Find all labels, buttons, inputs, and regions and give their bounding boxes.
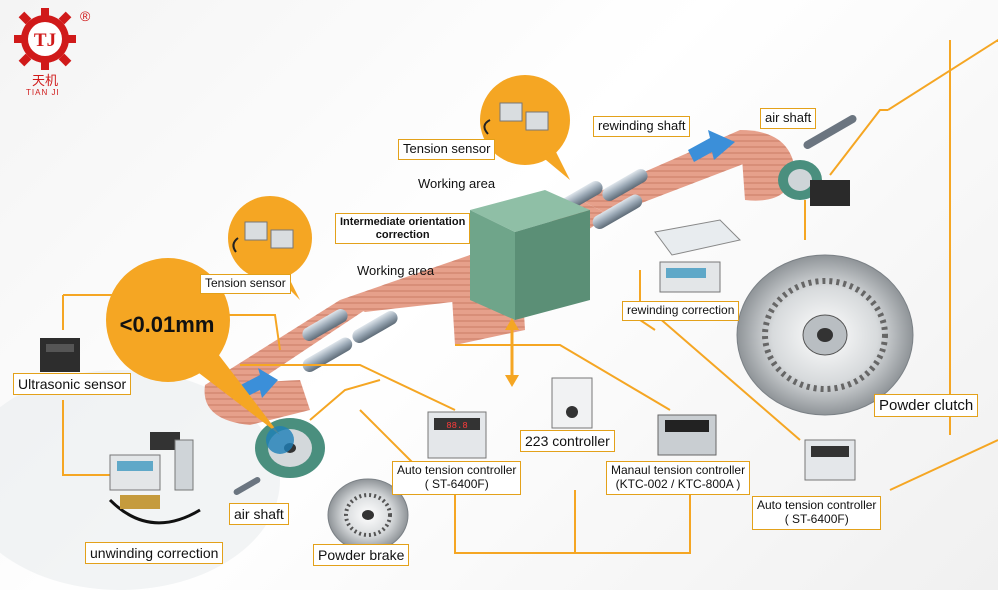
company-logo: TJ ® 天机 TIAN JI [10,8,90,98]
controller-display-value: 88.8 [446,421,468,431]
powder-clutch [736,254,914,416]
label-auto-tension-right: Auto tension controller ( ST-6400F) [752,496,882,530]
air-shaft-top-device [803,115,857,206]
label-intermediate-correction: Intermediate orientation correction [335,213,471,245]
tension-sensor-bubble-left [228,196,312,300]
air-shaft-bottom-device [233,477,261,495]
label-working-area-top: Working area [418,176,496,191]
label-air-shaft-top: air shaft [760,108,817,129]
rewinding-correction-device [654,219,741,293]
gear-logo-icon: TJ [14,8,76,70]
svg-text:TJ: TJ [34,30,56,51]
unwinding-correction-device [108,432,201,525]
label-rewinding-correction: rewinding correction [622,301,740,321]
label-precision: <0.01mm [119,312,215,337]
label-working-area-mid: Working area [357,263,435,278]
correction-machine [470,190,590,320]
manual-tension-controller-device [657,414,717,456]
registered-mark: ® [80,8,91,24]
auto-tension-controller-right-device [804,439,856,481]
precision-bubble [106,258,294,454]
direction-arrow-right [688,130,735,162]
auto-tension-controller-left-device: 88.8 [427,411,487,459]
label-manual-tension: Manaul tension controller (KTC-002 / KTC… [606,461,751,495]
label-powder-clutch: Powder clutch [874,394,979,418]
label-unwinding-correction: unwinding correction [85,542,224,565]
label-ultrasonic-sensor: Ultrasonic sensor [13,373,132,396]
label-air-shaft-bottom: air shaft [229,503,289,526]
label-tension-sensor-left: Tension sensor [200,274,291,294]
tension-sensor-bubble-top [480,75,570,180]
vertical-adjust-arrow [505,318,519,387]
label-rewinding-shaft: rewinding shaft [593,116,691,137]
label-auto-tension-left: Auto tension controller ( ST-6400F) [392,461,522,495]
ultrasonic-sensor-device [40,338,80,372]
label-powder-brake: Powder brake [313,544,410,567]
rollers [302,169,648,372]
logo-english-text: TIAN JI [26,88,60,97]
223-controller-device [551,377,593,429]
label-tension-sensor-top: Tension sensor [398,139,496,160]
label-223-controller: 223 controller [520,430,615,453]
rewinding-roll [740,130,822,201]
powder-brake [327,478,409,552]
connector-lines [62,38,998,554]
logo-chinese-text: 天机 [32,74,59,89]
